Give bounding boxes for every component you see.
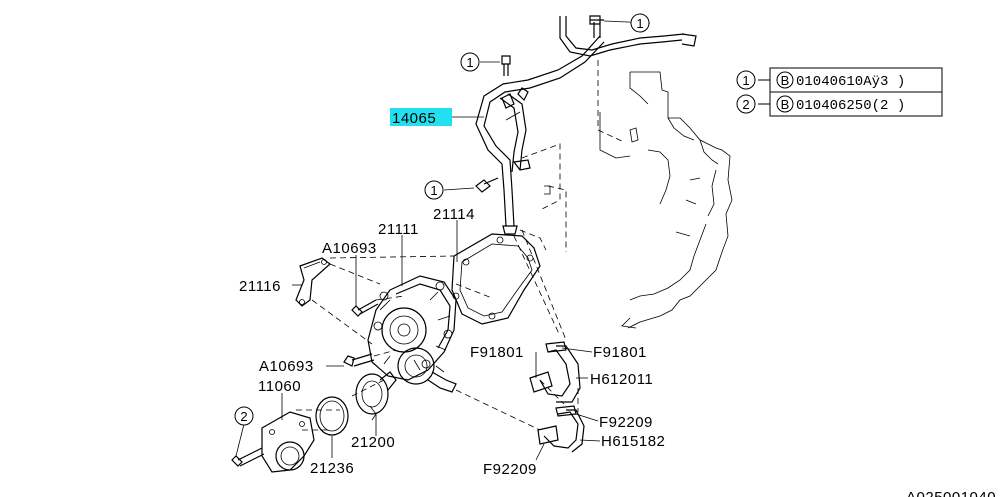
callout-mid-number: 1 (430, 183, 437, 198)
label-21200[interactable]: 21200 (351, 434, 395, 451)
label-a10693-upper[interactable]: A10693 (322, 240, 377, 257)
callout-upper-left-number: 1 (466, 55, 473, 70)
bolt-a10693-lower (343, 353, 375, 367)
callout-bottom: 2 (234, 406, 254, 426)
legend-row-1-number: 1 (742, 73, 749, 88)
legend-row-2: 2 B 010406250(2 ) (736, 94, 905, 114)
bolt-mid (475, 177, 499, 193)
bolt-upper-left (501, 55, 511, 76)
thermostat-21200 (355, 371, 397, 421)
label-21114[interactable]: 21114 (433, 206, 475, 223)
callout-top: 1 (630, 13, 650, 33)
part-highlight (390, 108, 452, 126)
label-21236[interactable]: 21236 (310, 460, 354, 477)
bolt-bottom (231, 447, 265, 467)
label-f91801-left[interactable]: F91801 (470, 344, 524, 361)
water-pump-assembly (367, 233, 541, 393)
leader-lines (235, 20, 651, 461)
bolt-a10693-upper (351, 299, 379, 317)
legend: 1 B 01040610Aÿ3 ) 2 B 010406250(2 ) (736, 67, 943, 117)
guide-lines-pump (296, 229, 579, 431)
gasket-21236 (315, 396, 349, 436)
callout-mid: 1 (424, 180, 444, 200)
label-a10693-lower[interactable]: A10693 (259, 358, 314, 375)
callout-upper-left: 1 (460, 52, 480, 72)
legend-row-2-number: 2 (742, 97, 749, 112)
label-21111[interactable]: 21111 (378, 221, 419, 238)
bolt-top (589, 15, 601, 25)
hose-h615182 (543, 405, 585, 453)
clamp-f92209-left (537, 425, 559, 445)
legend-row-1: 1 B 01040610Aÿ3 ) (736, 70, 905, 90)
label-14065[interactable]: 14065 (392, 110, 436, 127)
legend-row-2-letter: B (781, 97, 790, 112)
label-f91801-right[interactable]: F91801 (593, 344, 647, 361)
cover-11060 (261, 411, 315, 473)
label-21116[interactable]: 21116 (239, 278, 281, 295)
hose-h612011 (539, 341, 581, 403)
legend-row-2-text: 010406250(2 ) (796, 98, 905, 114)
label-f92209-left[interactable]: F92209 (483, 461, 537, 478)
bracket-21116 (295, 257, 331, 307)
coolant-pipe (475, 16, 697, 235)
legend-row-1-letter: B (781, 73, 790, 88)
label-h612011[interactable]: H612011 (590, 371, 653, 388)
engine-block-outline (599, 71, 733, 329)
label-11060[interactable]: 11060 (258, 378, 301, 395)
callout-top-number: 1 (636, 16, 643, 31)
clamp-f91801-left (529, 371, 553, 393)
label-h615182[interactable]: H615182 (601, 433, 665, 450)
footer-code: A025001040 (906, 489, 996, 497)
guide-lines-upper (505, 60, 625, 252)
label-f92209-right[interactable]: F92209 (599, 414, 653, 431)
legend-row-1-text: 01040610Aÿ3 ) (796, 74, 905, 90)
callout-bottom-number: 2 (240, 409, 247, 424)
